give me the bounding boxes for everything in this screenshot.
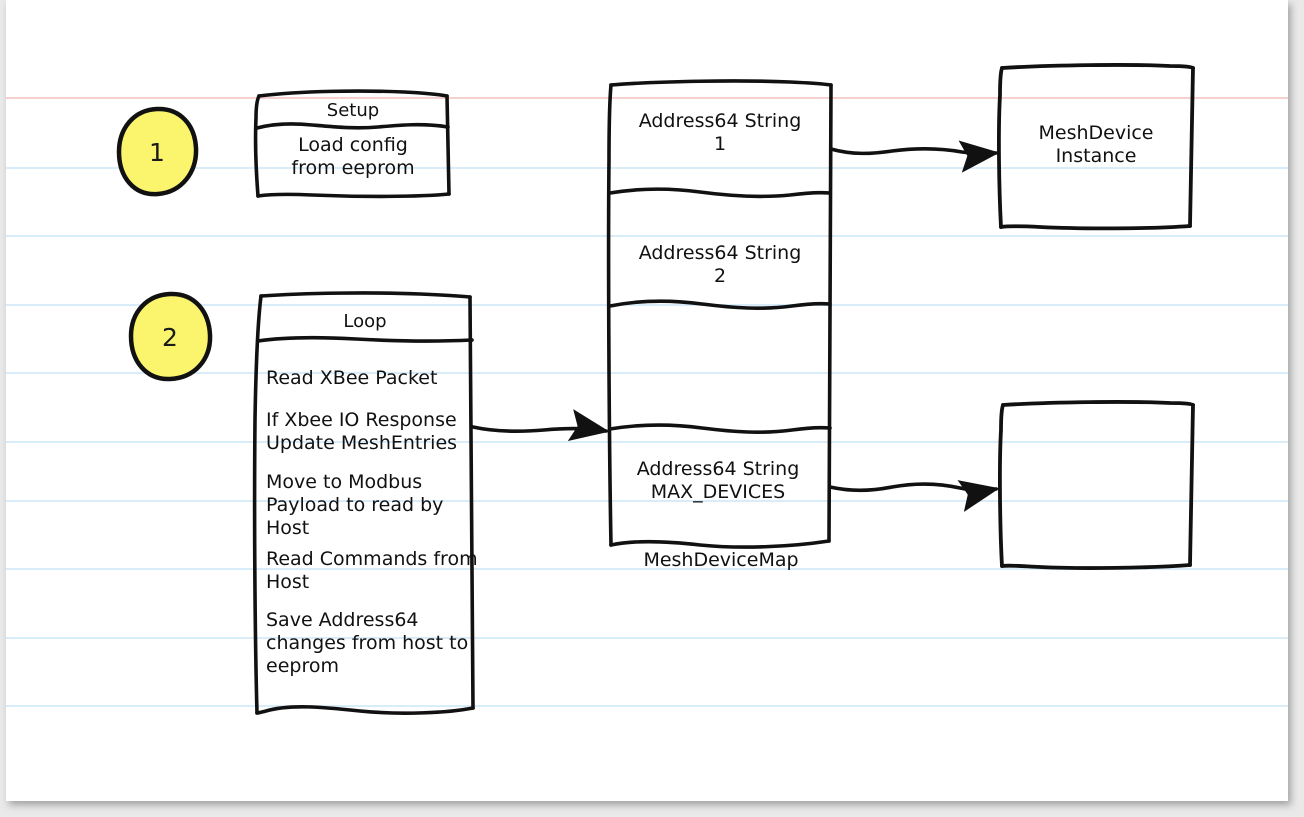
meshdevicemap-row-label: Address64 String 1 (638, 110, 802, 155)
meshdevicemap-caption: MeshDeviceMap (643, 549, 799, 571)
loop-item: Read Commands from Host (266, 548, 478, 593)
loop-box-title: Loop (343, 311, 387, 332)
paper-rule-line (6, 167, 1288, 169)
meshdevicemap-row-label: Address64 String 2 (638, 242, 802, 287)
meshdevice-instance-label: MeshDevice Instance (1038, 122, 1154, 167)
paper-rule-line (6, 372, 1288, 374)
loop-item: If Xbee IO Response Update MeshEntries (266, 409, 458, 454)
meshdevicemap-row-label: Address64 String MAX_DEVICES (636, 458, 800, 503)
step-badge-1-label: 1 (149, 138, 165, 167)
setup-box-title: Setup (326, 100, 380, 121)
paper-rule-line (6, 235, 1288, 237)
paper-rule-line (6, 304, 1288, 306)
loop-item: Save Address64 changes from host to eepr… (266, 609, 469, 677)
loop-item: Move to Modbus Payload to read by Host (266, 471, 444, 539)
setup-box-body: Load config from eeprom (291, 134, 415, 179)
paper-rule-line (6, 441, 1288, 443)
paper-rule-line (6, 568, 1288, 570)
step-badge-2-label: 2 (162, 323, 178, 352)
paper-margin-line (6, 97, 1288, 99)
loop-item: Read XBee Packet (266, 367, 438, 389)
paper-rule-line (6, 500, 1288, 502)
paper-rule-line (6, 705, 1288, 707)
paper-rule-line (6, 637, 1288, 639)
